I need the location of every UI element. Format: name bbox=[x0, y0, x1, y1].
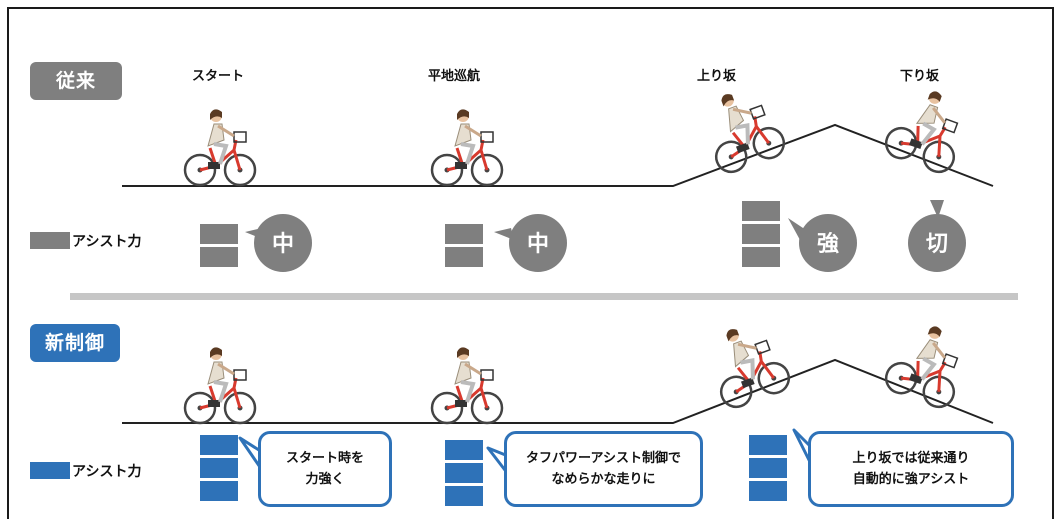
stage-label-flat-cruise: 平地巡航 bbox=[428, 69, 481, 84]
assist-bubble-start: 中 bbox=[245, 214, 312, 272]
assist-level-flat: 中 bbox=[527, 232, 549, 257]
terrain-line-conventional bbox=[122, 123, 994, 187]
callout-flat-line1: タフパワーアシスト制御で bbox=[526, 451, 681, 466]
stage-label-start: スタート bbox=[192, 69, 245, 84]
section-divider bbox=[70, 293, 1018, 300]
bike-rider-uphill-new bbox=[699, 314, 796, 414]
assist-level-uphill: 強 bbox=[817, 231, 839, 257]
terrain-line-new-control bbox=[122, 358, 994, 424]
bike-rider-flat-new bbox=[430, 345, 504, 425]
assist-stack-start-new bbox=[200, 435, 238, 501]
callout-uphill: 上り坂では従来通り 自動的に強アシスト bbox=[808, 431, 1014, 507]
legend-label-conventional: アシスト力 bbox=[72, 234, 142, 250]
callout-start: スタート時を 力強く bbox=[258, 431, 392, 507]
stage-label-downhill: 下り坂 bbox=[900, 69, 940, 84]
bike-rider-start bbox=[183, 107, 257, 187]
callout-uphill-line2: 自動的に強アシスト bbox=[852, 472, 970, 487]
callout-start-line1: スタート時を bbox=[285, 451, 364, 466]
assist-stack-flat-new bbox=[445, 440, 483, 506]
legend-label-new-control: アシスト力 bbox=[72, 464, 142, 480]
assist-stack-flat bbox=[445, 224, 483, 267]
bike-rider-start-new bbox=[183, 345, 257, 425]
callout-flat: タフパワーアシスト制御で なめらかな走りに bbox=[504, 431, 703, 507]
assist-level-downhill: 切 bbox=[926, 232, 948, 257]
assist-bubble-downhill: 切 bbox=[908, 200, 966, 272]
bike-rider-flat bbox=[430, 107, 504, 187]
bike-rider-uphill bbox=[694, 79, 791, 179]
new-control-badge: 新制御 bbox=[30, 324, 120, 362]
assist-level-start: 中 bbox=[272, 232, 294, 257]
assist-stack-uphill bbox=[742, 201, 780, 267]
assist-stack-start bbox=[200, 224, 238, 267]
assist-bubble-flat: 中 bbox=[494, 214, 567, 272]
callout-flat-line2: なめらかな走りに bbox=[551, 472, 656, 487]
callout-start-line2: 力強く bbox=[305, 472, 345, 487]
assist-stack-uphill-new bbox=[749, 435, 787, 501]
conventional-badge: 従来 bbox=[30, 62, 122, 100]
callout-uphill-line1: 上り坂では従来通り bbox=[852, 451, 970, 466]
legend-swatch-blue bbox=[30, 462, 70, 479]
assist-bubble-uphill: 強 bbox=[788, 214, 857, 272]
stage-label-uphill: 上り坂 bbox=[697, 69, 737, 84]
legend-swatch-gray bbox=[30, 232, 70, 249]
